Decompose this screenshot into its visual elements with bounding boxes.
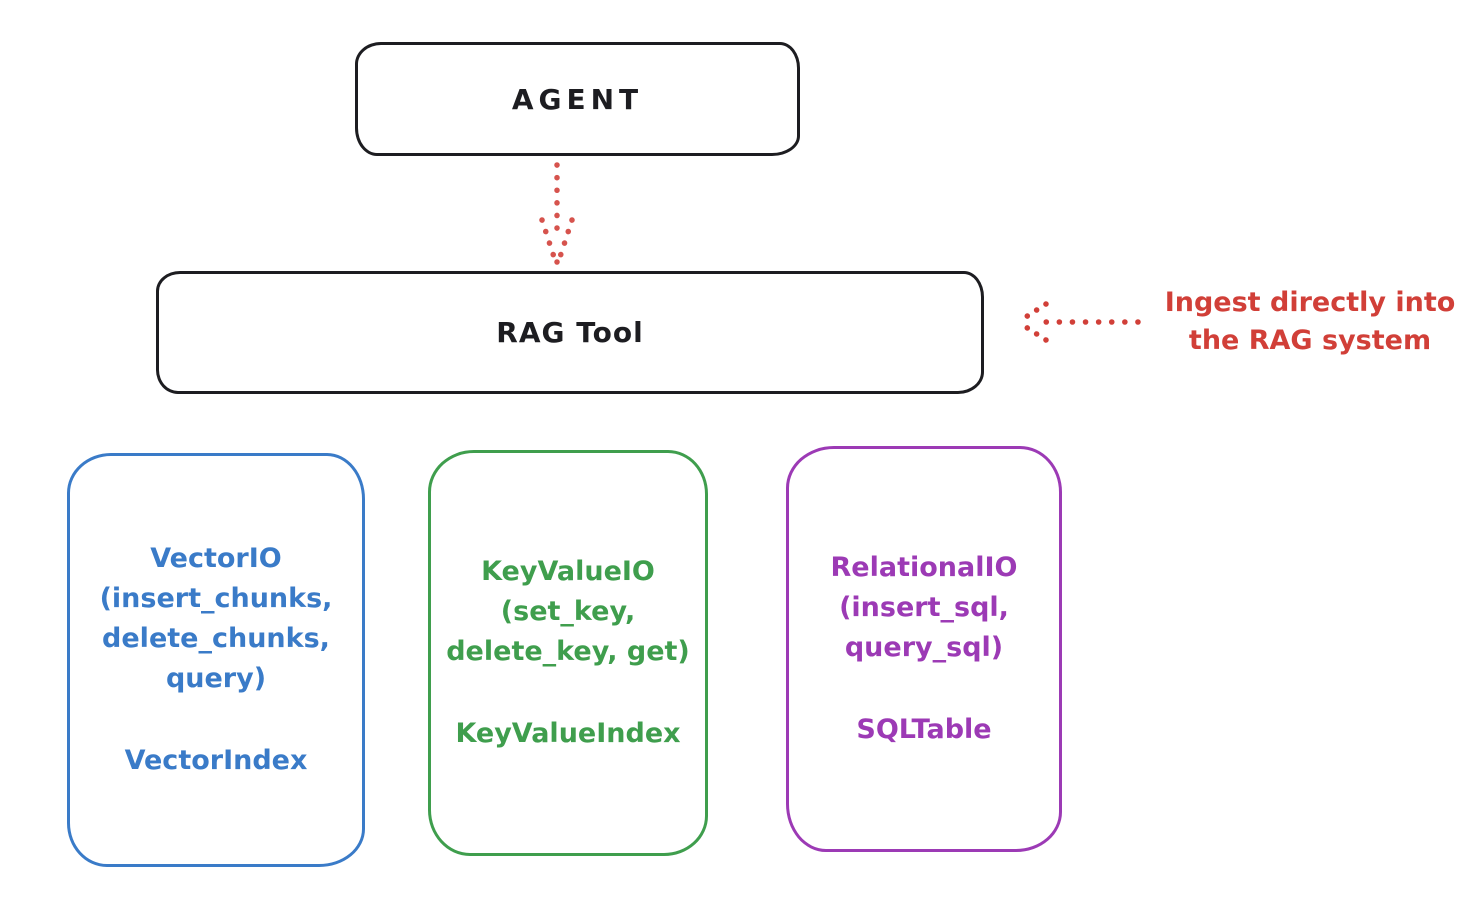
agent-node: AGENT	[355, 42, 800, 156]
key-value-index-label: KeyValueIndex	[455, 717, 681, 749]
agent-to-rag-arrow	[539, 162, 575, 265]
vector-io-title: VectorIO	[150, 543, 282, 575]
sql-table-label: SQLTable	[856, 713, 992, 745]
rag-tool-node: RAG Tool	[156, 271, 984, 394]
vector-io-node: VectorIO (insert_chunks, delete_chunks, …	[67, 453, 365, 867]
agent-label: AGENT	[511, 82, 644, 116]
vector-index-label: VectorIndex	[124, 744, 308, 776]
relational-io-title: RelationalIO	[830, 552, 1018, 584]
ingest-annotation-line1: Ingest directly into	[1164, 287, 1456, 318]
key-value-io-node: KeyValueIO (set_key, delete_key, get) Ke…	[428, 450, 708, 856]
rag-tool-label: RAG Tool	[496, 316, 644, 349]
relational-io-methods-line1: (insert_sql,	[839, 592, 1009, 624]
annotation-to-rag-arrow	[1015, 301, 1141, 343]
relational-io-methods-line2: query_sql)	[844, 632, 1004, 663]
vector-io-methods-line1: (insert_chunks,	[99, 583, 333, 615]
vector-io-methods-line3: query)	[165, 662, 267, 694]
relational-io-node: RelationalIO (insert_sql, query_sql) SQL…	[786, 446, 1062, 852]
key-value-io-title: KeyValueIO	[481, 556, 655, 588]
key-value-io-methods-line1: (set_key,	[500, 596, 636, 628]
ingest-annotation-line2: the RAG system	[1188, 325, 1432, 357]
ingest-annotation: Ingest directly into the RAG system	[1140, 284, 1480, 361]
key-value-io-methods-line2: delete_key, get)	[446, 636, 690, 667]
vector-io-methods-line2: delete_chunks,	[102, 623, 330, 655]
